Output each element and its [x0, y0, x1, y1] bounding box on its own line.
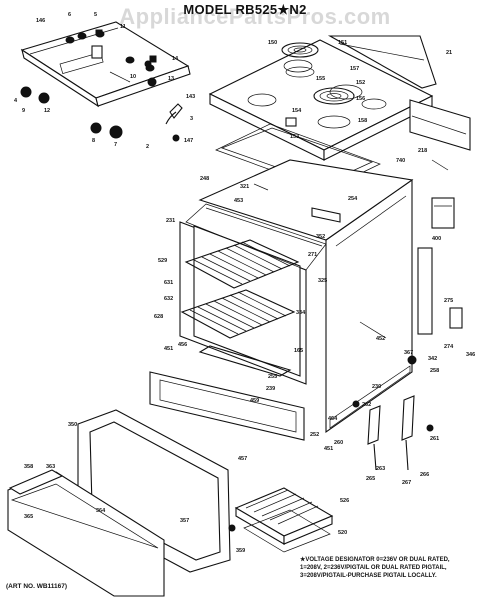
surface-unit — [313, 87, 355, 105]
oven-rack — [180, 289, 296, 339]
callout: 359 — [236, 548, 245, 554]
callout: 363 — [46, 464, 55, 470]
callout: 263 — [376, 466, 385, 472]
callout: 453 — [234, 198, 243, 204]
callout: 12 — [44, 108, 50, 114]
callout: 255 — [268, 374, 277, 380]
callout: 152 — [356, 80, 365, 86]
callout: 266 — [420, 472, 429, 478]
surface-unit — [281, 42, 319, 58]
oven-rack — [184, 239, 300, 289]
callout: 239 — [266, 386, 275, 392]
callout: 147 — [184, 138, 193, 144]
callout: 165 — [294, 348, 303, 354]
callout: 2 — [146, 144, 149, 150]
callout: 452 — [376, 336, 385, 342]
callout: 365 — [24, 514, 33, 520]
callout: 357 — [180, 518, 189, 524]
callout: 274 — [444, 344, 454, 350]
callout: 8 — [92, 138, 95, 144]
callout-labels: 146 6 5 11 14 13 4 9 12 143 3 147 8 7 10… — [14, 12, 475, 554]
callout: 321 — [240, 184, 249, 190]
callout: 400 — [432, 236, 441, 242]
callout: 740 — [396, 158, 405, 164]
callout: 143 — [186, 94, 195, 100]
callout: 21 — [446, 50, 452, 56]
model-title: MODEL RB525★N2 — [183, 2, 307, 17]
callout: 346 — [466, 352, 475, 358]
oven-door-inner — [149, 371, 305, 441]
callout: 459 — [250, 398, 259, 404]
callout: 275 — [444, 298, 453, 304]
callout: 252 — [310, 432, 319, 438]
voltage-note: ★VOLTAGE DESIGNATOR 0=236V OR DUAL RATED… — [300, 556, 488, 580]
callout: 154 — [292, 108, 302, 114]
control-panel — [20, 21, 191, 142]
callout: 4 — [14, 98, 18, 104]
door-hinge — [352, 395, 434, 471]
oven-liner — [179, 203, 327, 385]
callout: 13 — [168, 76, 174, 82]
callout: 230 — [372, 384, 381, 390]
callout: 464 — [328, 416, 338, 422]
callout: 3 — [190, 116, 193, 122]
callout: 526 — [340, 498, 349, 504]
cooktop — [208, 35, 471, 191]
callout: 260 — [334, 440, 343, 446]
callout: 254 — [348, 196, 358, 202]
callout: 271 — [308, 252, 317, 258]
callout: 352 — [316, 234, 325, 240]
callout: 10 — [130, 74, 136, 80]
callout: 632 — [164, 296, 173, 302]
callout: 146 — [36, 18, 45, 24]
bake-element — [198, 345, 292, 377]
note-line: ★VOLTAGE DESIGNATOR 0=236V OR DUAL RATED… — [300, 557, 450, 563]
callout: 11 — [120, 24, 126, 30]
callout: 451 — [164, 346, 173, 352]
callout: 156 — [356, 96, 365, 102]
callout: 456 — [178, 342, 187, 348]
broiler-pan — [234, 487, 334, 553]
callout: 231 — [166, 218, 175, 224]
callout: 457 — [238, 456, 247, 462]
callout: 334 — [296, 310, 306, 316]
callout: 14 — [172, 56, 179, 62]
callout: 6 — [68, 12, 71, 18]
callout: 364 — [96, 508, 106, 514]
callout: 325 — [318, 278, 327, 284]
callout: 451 — [324, 446, 333, 452]
callout: 628 — [154, 314, 163, 320]
callout: 265 — [366, 476, 375, 482]
callout: 158 — [358, 118, 367, 124]
callout: 151 — [338, 40, 347, 46]
callout: 9 — [22, 108, 25, 114]
callout: 261 — [430, 436, 439, 442]
callout: 150 — [268, 40, 277, 46]
art-number: (ART NO. WB11167) — [6, 583, 68, 590]
callout: 358 — [24, 464, 33, 470]
callout: 350 — [68, 422, 77, 428]
callout: 248 — [200, 176, 209, 182]
callout: 5 — [94, 12, 97, 18]
callout: 157 — [350, 66, 359, 72]
note-line: 1=208V, 2=236V/PIGTAIL OR DUAL RATED PIG… — [300, 565, 447, 571]
callout: 218 — [418, 148, 427, 154]
door-handle — [8, 469, 64, 495]
callout: 155 — [316, 76, 325, 82]
callout: 258 — [430, 368, 439, 374]
callout: 262 — [362, 402, 371, 408]
range-cabinet — [198, 159, 463, 434]
callout: 7 — [114, 142, 117, 148]
callout: 367 — [404, 350, 413, 356]
callout: 529 — [158, 258, 167, 264]
note-line: 3=208V/PIGTAIL-PURCHASE PIGTAIL LOCALLY. — [300, 573, 437, 579]
callout: 153 — [290, 134, 299, 140]
callout: 267 — [402, 480, 411, 486]
callout: 520 — [338, 530, 347, 536]
callout: 631 — [164, 280, 173, 286]
callout: 342 — [428, 356, 437, 362]
